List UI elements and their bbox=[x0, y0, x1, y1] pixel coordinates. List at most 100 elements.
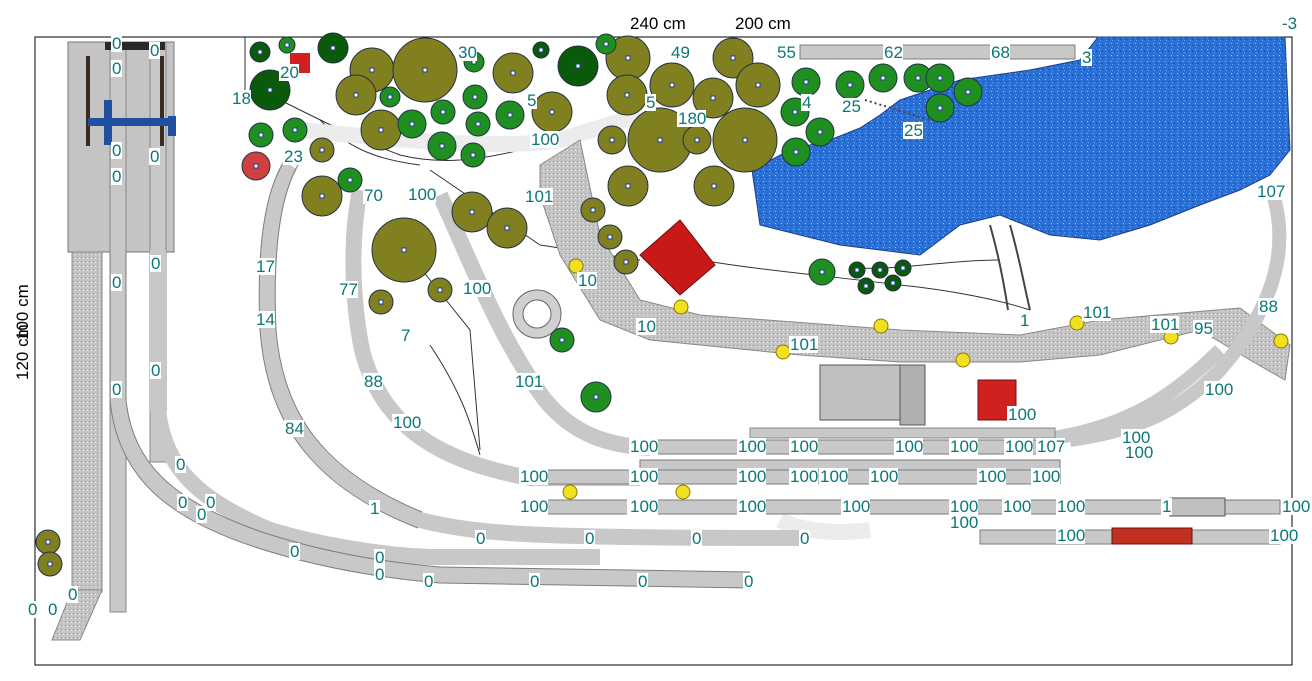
track-length-label: 100 bbox=[1122, 428, 1150, 447]
track-length-label: 25 bbox=[842, 97, 861, 116]
board-outline bbox=[34, 36, 1293, 666]
track-length-label: 0 bbox=[585, 529, 594, 548]
track-length-label: 100 bbox=[820, 467, 848, 486]
track-length-label: 77 bbox=[339, 280, 358, 299]
track-length-label: 0 bbox=[150, 147, 159, 166]
track-length-label: 5 bbox=[646, 93, 655, 112]
track-length-label: 100 bbox=[408, 185, 436, 204]
track-length-label: 0 bbox=[197, 505, 206, 524]
track-length-label: 0 bbox=[112, 59, 121, 78]
track-length-label: 100 bbox=[1032, 467, 1060, 486]
signal-icon bbox=[568, 258, 584, 274]
track-length-label: 0 bbox=[68, 585, 77, 604]
track-length-label: 100 bbox=[520, 497, 548, 516]
signal-icon bbox=[675, 484, 691, 500]
track-length-label: 68 bbox=[991, 43, 1010, 62]
signal-icon bbox=[955, 352, 971, 368]
track-length-label: 7 bbox=[401, 326, 410, 345]
track-length-label: 0 bbox=[48, 600, 57, 619]
track-length-label: 30 bbox=[458, 43, 477, 62]
track-length-label: 100 bbox=[1057, 497, 1085, 516]
track-length-label: 100 bbox=[1205, 380, 1233, 399]
signal-icon bbox=[562, 484, 578, 500]
track-length-label: 100 bbox=[1008, 405, 1036, 424]
track-length-label: 100 bbox=[630, 497, 658, 516]
track-length-label: 3 bbox=[1082, 48, 1091, 67]
track-length-label: 84 bbox=[285, 419, 304, 438]
track-length-label: 0 bbox=[112, 273, 121, 292]
track-length-label: 0 bbox=[112, 34, 121, 53]
track-length-label: 17 bbox=[256, 257, 275, 276]
track-length-label: 0 bbox=[178, 493, 187, 512]
signal-icon bbox=[1069, 315, 1085, 331]
track-length-label: 0 bbox=[28, 600, 37, 619]
track-length-label: 88 bbox=[1259, 297, 1278, 316]
track-length-label: 100 bbox=[630, 437, 658, 456]
track-length-label: 0 bbox=[112, 167, 121, 186]
track-length-label: 100 bbox=[738, 497, 766, 516]
turntable bbox=[512, 289, 562, 339]
bridge bbox=[864, 99, 1031, 311]
signal-icon bbox=[1273, 333, 1289, 349]
dim-left-overlap: 100 cm bbox=[13, 284, 32, 340]
dimension-labels: 240 cm 200 cm -3 120 cm 100 cm bbox=[13, 14, 1297, 380]
curved-track-edges bbox=[109, 164, 751, 589]
track-length-label: 88 bbox=[364, 372, 383, 391]
track-length-label: 1 bbox=[1020, 311, 1029, 330]
track-length-label: 100 bbox=[950, 437, 978, 456]
track-length-label: 0 bbox=[800, 529, 809, 548]
track-length-label: 100 bbox=[790, 467, 818, 486]
track-length-label: 100 bbox=[1057, 526, 1085, 545]
track-length-label: 100 bbox=[790, 437, 818, 456]
track-length-label: 14 bbox=[256, 310, 275, 329]
track-length-label: 100 bbox=[1003, 497, 1031, 516]
track-length-label: 1 bbox=[370, 499, 379, 518]
signal-icon bbox=[873, 318, 889, 334]
signal-icon bbox=[673, 299, 689, 315]
track-length-label: 0 bbox=[206, 493, 215, 512]
track-length-label: 100 bbox=[950, 497, 978, 516]
curved-tracks bbox=[110, 161, 811, 588]
track-length-label: 10 bbox=[578, 271, 597, 290]
track-length-label: 0 bbox=[638, 572, 647, 591]
track-length-label: 25 bbox=[904, 121, 923, 140]
track-length-label: 100 bbox=[842, 497, 870, 516]
track-length-label: 95 bbox=[1194, 319, 1213, 338]
track-length-label: 100 bbox=[978, 467, 1006, 486]
track-length-label: 4 bbox=[802, 93, 811, 112]
track-length-label: 101 bbox=[1083, 303, 1111, 322]
track-length-label: 100 bbox=[870, 467, 898, 486]
track-length-label: 0 bbox=[151, 254, 160, 273]
dim-top-left: 240 cm bbox=[630, 14, 686, 33]
track-length-label: 100 bbox=[738, 437, 766, 456]
track-length-label: 100 bbox=[520, 467, 548, 486]
track-length-label: 0 bbox=[424, 572, 433, 591]
track-length-label: 180 bbox=[678, 109, 706, 128]
track-length-label: 5 bbox=[527, 91, 536, 110]
track-length-label: 55 bbox=[777, 43, 796, 62]
track-length-label: 0 bbox=[744, 572, 753, 591]
signal-icon bbox=[775, 344, 791, 360]
track-length-label: 0 bbox=[112, 141, 121, 160]
track-length-label: 100 bbox=[1270, 526, 1298, 545]
track-length-label: 100 bbox=[463, 279, 491, 298]
track-length-label: 0 bbox=[530, 572, 539, 591]
track-length-label: 1 bbox=[1162, 497, 1171, 516]
track-length-label: 0 bbox=[176, 455, 185, 474]
track-length-label: 100 bbox=[738, 467, 766, 486]
lake bbox=[751, 36, 1291, 256]
track-length-label: 100 bbox=[393, 413, 421, 432]
track-length-label: 101 bbox=[790, 335, 818, 354]
track-length-label: 100 bbox=[1282, 497, 1310, 516]
track-length-label: 0 bbox=[112, 380, 121, 399]
track-length-label: 101 bbox=[525, 187, 553, 206]
track-length-label: 0 bbox=[375, 565, 384, 584]
track-length-label: 100 bbox=[950, 513, 978, 532]
track-length-label: 20 bbox=[280, 63, 299, 82]
trees bbox=[35, 32, 983, 577]
dim-left: 120 cm bbox=[13, 324, 32, 380]
dim-top-right: 200 cm bbox=[735, 14, 791, 33]
track-length-label: 100 bbox=[895, 437, 923, 456]
